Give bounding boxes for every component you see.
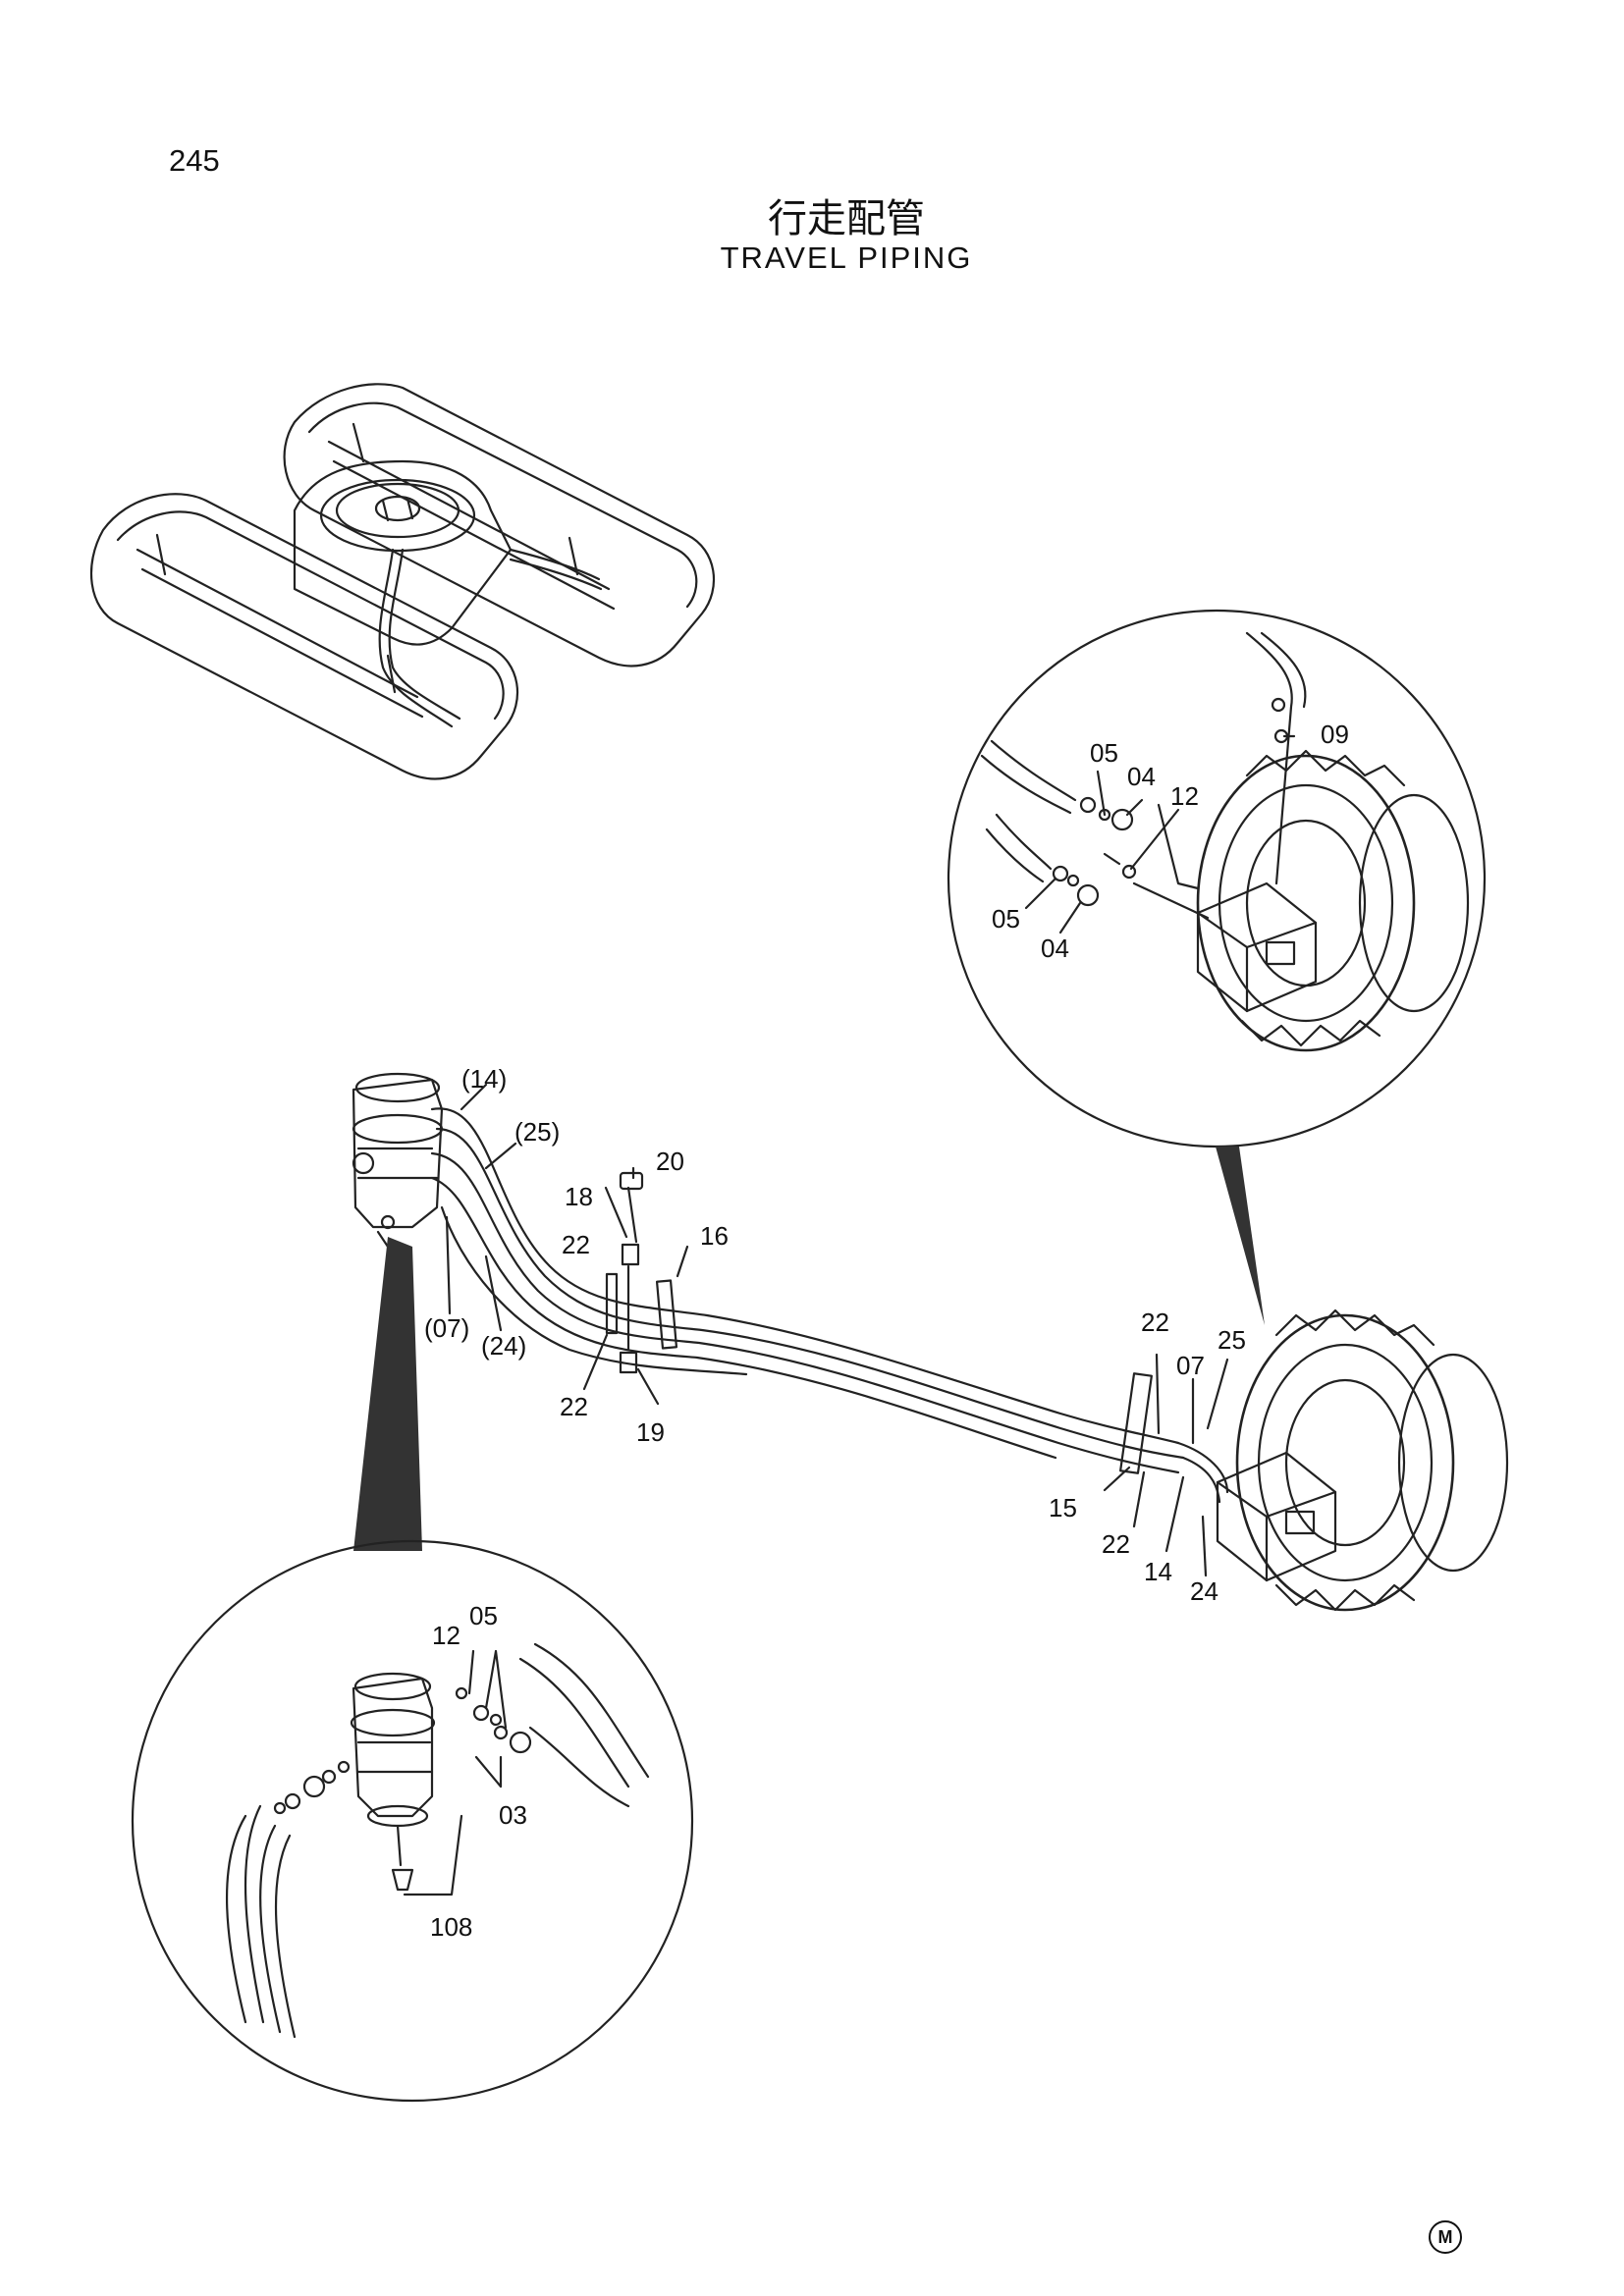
undercarriage-overview bbox=[89, 383, 716, 780]
label-05-left: 05 bbox=[992, 904, 1020, 934]
label-04-top: 04 bbox=[1127, 762, 1156, 791]
label-20: 20 bbox=[656, 1147, 684, 1176]
label-09: 09 bbox=[1321, 720, 1349, 749]
label-24: 24 bbox=[1190, 1576, 1218, 1606]
label-24-ref: (24) bbox=[481, 1331, 526, 1361]
label-05-bottom: 05 bbox=[469, 1601, 498, 1630]
label-04-left: 04 bbox=[1041, 934, 1069, 963]
label-15: 15 bbox=[1049, 1493, 1077, 1522]
label-22-d: 22 bbox=[1102, 1529, 1130, 1559]
label-18: 18 bbox=[565, 1182, 593, 1211]
swivel-detail-circle: 12 05 03 108 bbox=[131, 1539, 694, 2103]
label-07: 07 bbox=[1176, 1351, 1205, 1380]
label-22-c: 22 bbox=[1141, 1308, 1169, 1337]
label-07-ref: (07) bbox=[424, 1313, 469, 1343]
label-14-ref: (14) bbox=[461, 1064, 507, 1094]
label-25-ref: (25) bbox=[514, 1117, 560, 1147]
label-03: 03 bbox=[499, 1800, 527, 1830]
page-title: TRAVEL PIPING bbox=[720, 240, 973, 275]
label-22-a: 22 bbox=[562, 1230, 590, 1259]
label-108: 108 bbox=[430, 1912, 472, 1942]
page-title-chinese: 行走配管 bbox=[768, 196, 925, 241]
label-25: 25 bbox=[1218, 1325, 1246, 1355]
label-19: 19 bbox=[636, 1417, 665, 1447]
label-14: 14 bbox=[1144, 1557, 1172, 1586]
page-number: 245 bbox=[169, 143, 220, 178]
label-22-b: 22 bbox=[560, 1392, 588, 1421]
label-12-top: 12 bbox=[1170, 781, 1199, 811]
label-16: 16 bbox=[700, 1221, 729, 1251]
motor-detail-circle: 05 04 12 09 05 04 bbox=[947, 609, 1487, 1325]
main-assembly: (14) (25) 20 18 22 16 (07) (24) 22 19 22… bbox=[352, 1064, 1509, 1612]
label-05-top: 05 bbox=[1090, 738, 1118, 768]
manufacturer-mark: M bbox=[1429, 2220, 1462, 2254]
label-12-bottom: 12 bbox=[432, 1621, 460, 1650]
